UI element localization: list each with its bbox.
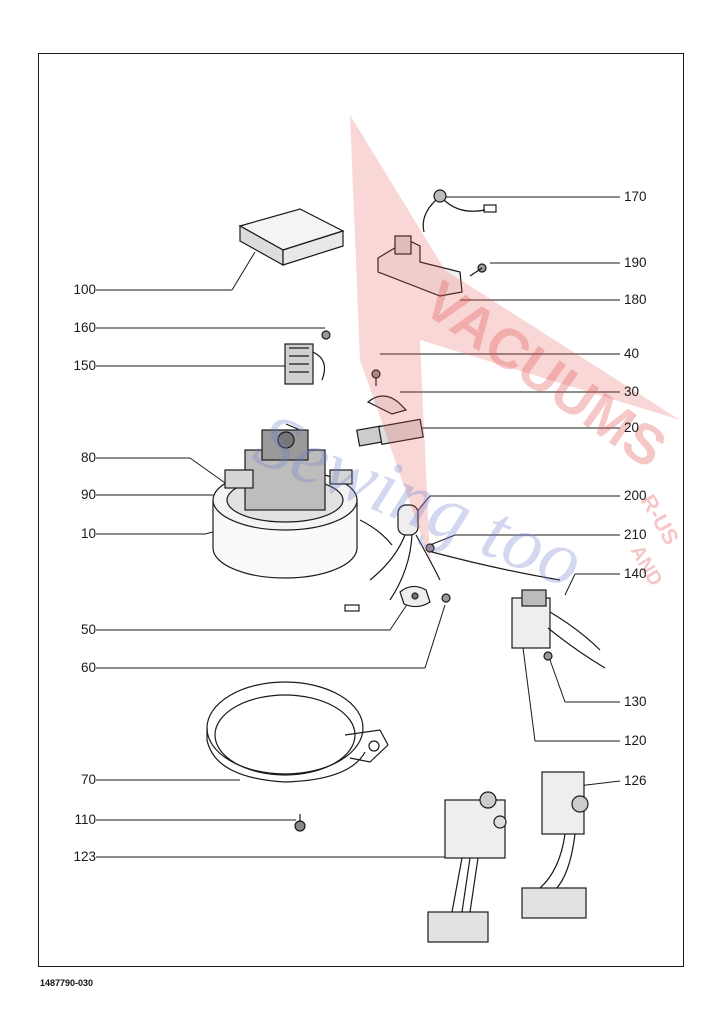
callout-90: 90 (80, 487, 96, 502)
callout-200: 200 (624, 488, 647, 503)
callout-100: 100 (73, 282, 96, 297)
callout-140: 140 (624, 566, 647, 581)
callout-20: 20 (624, 420, 640, 435)
capacitor-200-part (344, 504, 561, 612)
callout-60: 60 (80, 660, 96, 675)
callout-50: 50 (80, 622, 96, 637)
callout-160: 160 (73, 320, 96, 335)
callout-150: 150 (73, 358, 96, 373)
callout-110: 110 (74, 812, 96, 827)
callout-210: 210 (624, 527, 647, 542)
callout-123: 123 (73, 849, 96, 864)
terminal-50-60-part (399, 585, 451, 608)
foam-filter-part (238, 208, 345, 267)
callout-30: 30 (624, 384, 640, 399)
motor-assembly-part (212, 423, 393, 579)
capacitor-150-part (284, 330, 331, 385)
callout-170: 170 (624, 189, 647, 204)
bracket-assembly-part (377, 189, 497, 297)
callout-10: 10 (80, 526, 96, 541)
callout-80: 80 (80, 450, 96, 465)
callout-130: 130 (624, 694, 647, 709)
callout-126: 126 (624, 773, 647, 788)
diagram-frame (38, 53, 684, 967)
switch-board-120-part (511, 589, 606, 669)
pcb-126-part (521, 771, 589, 919)
screw-110-part (294, 814, 306, 832)
callout-70: 70 (80, 772, 96, 787)
callout-180: 180 (624, 292, 647, 307)
leader-lines (96, 196, 621, 858)
document-number: 1487790-030 (40, 978, 94, 988)
callout-40: 40 (624, 346, 640, 361)
mounting-ring-part (206, 681, 389, 783)
callout-120: 120 (624, 733, 647, 748)
callout-190: 190 (624, 255, 647, 270)
pcb-123-part (427, 791, 507, 943)
small-parts-40-30-20 (356, 369, 424, 447)
